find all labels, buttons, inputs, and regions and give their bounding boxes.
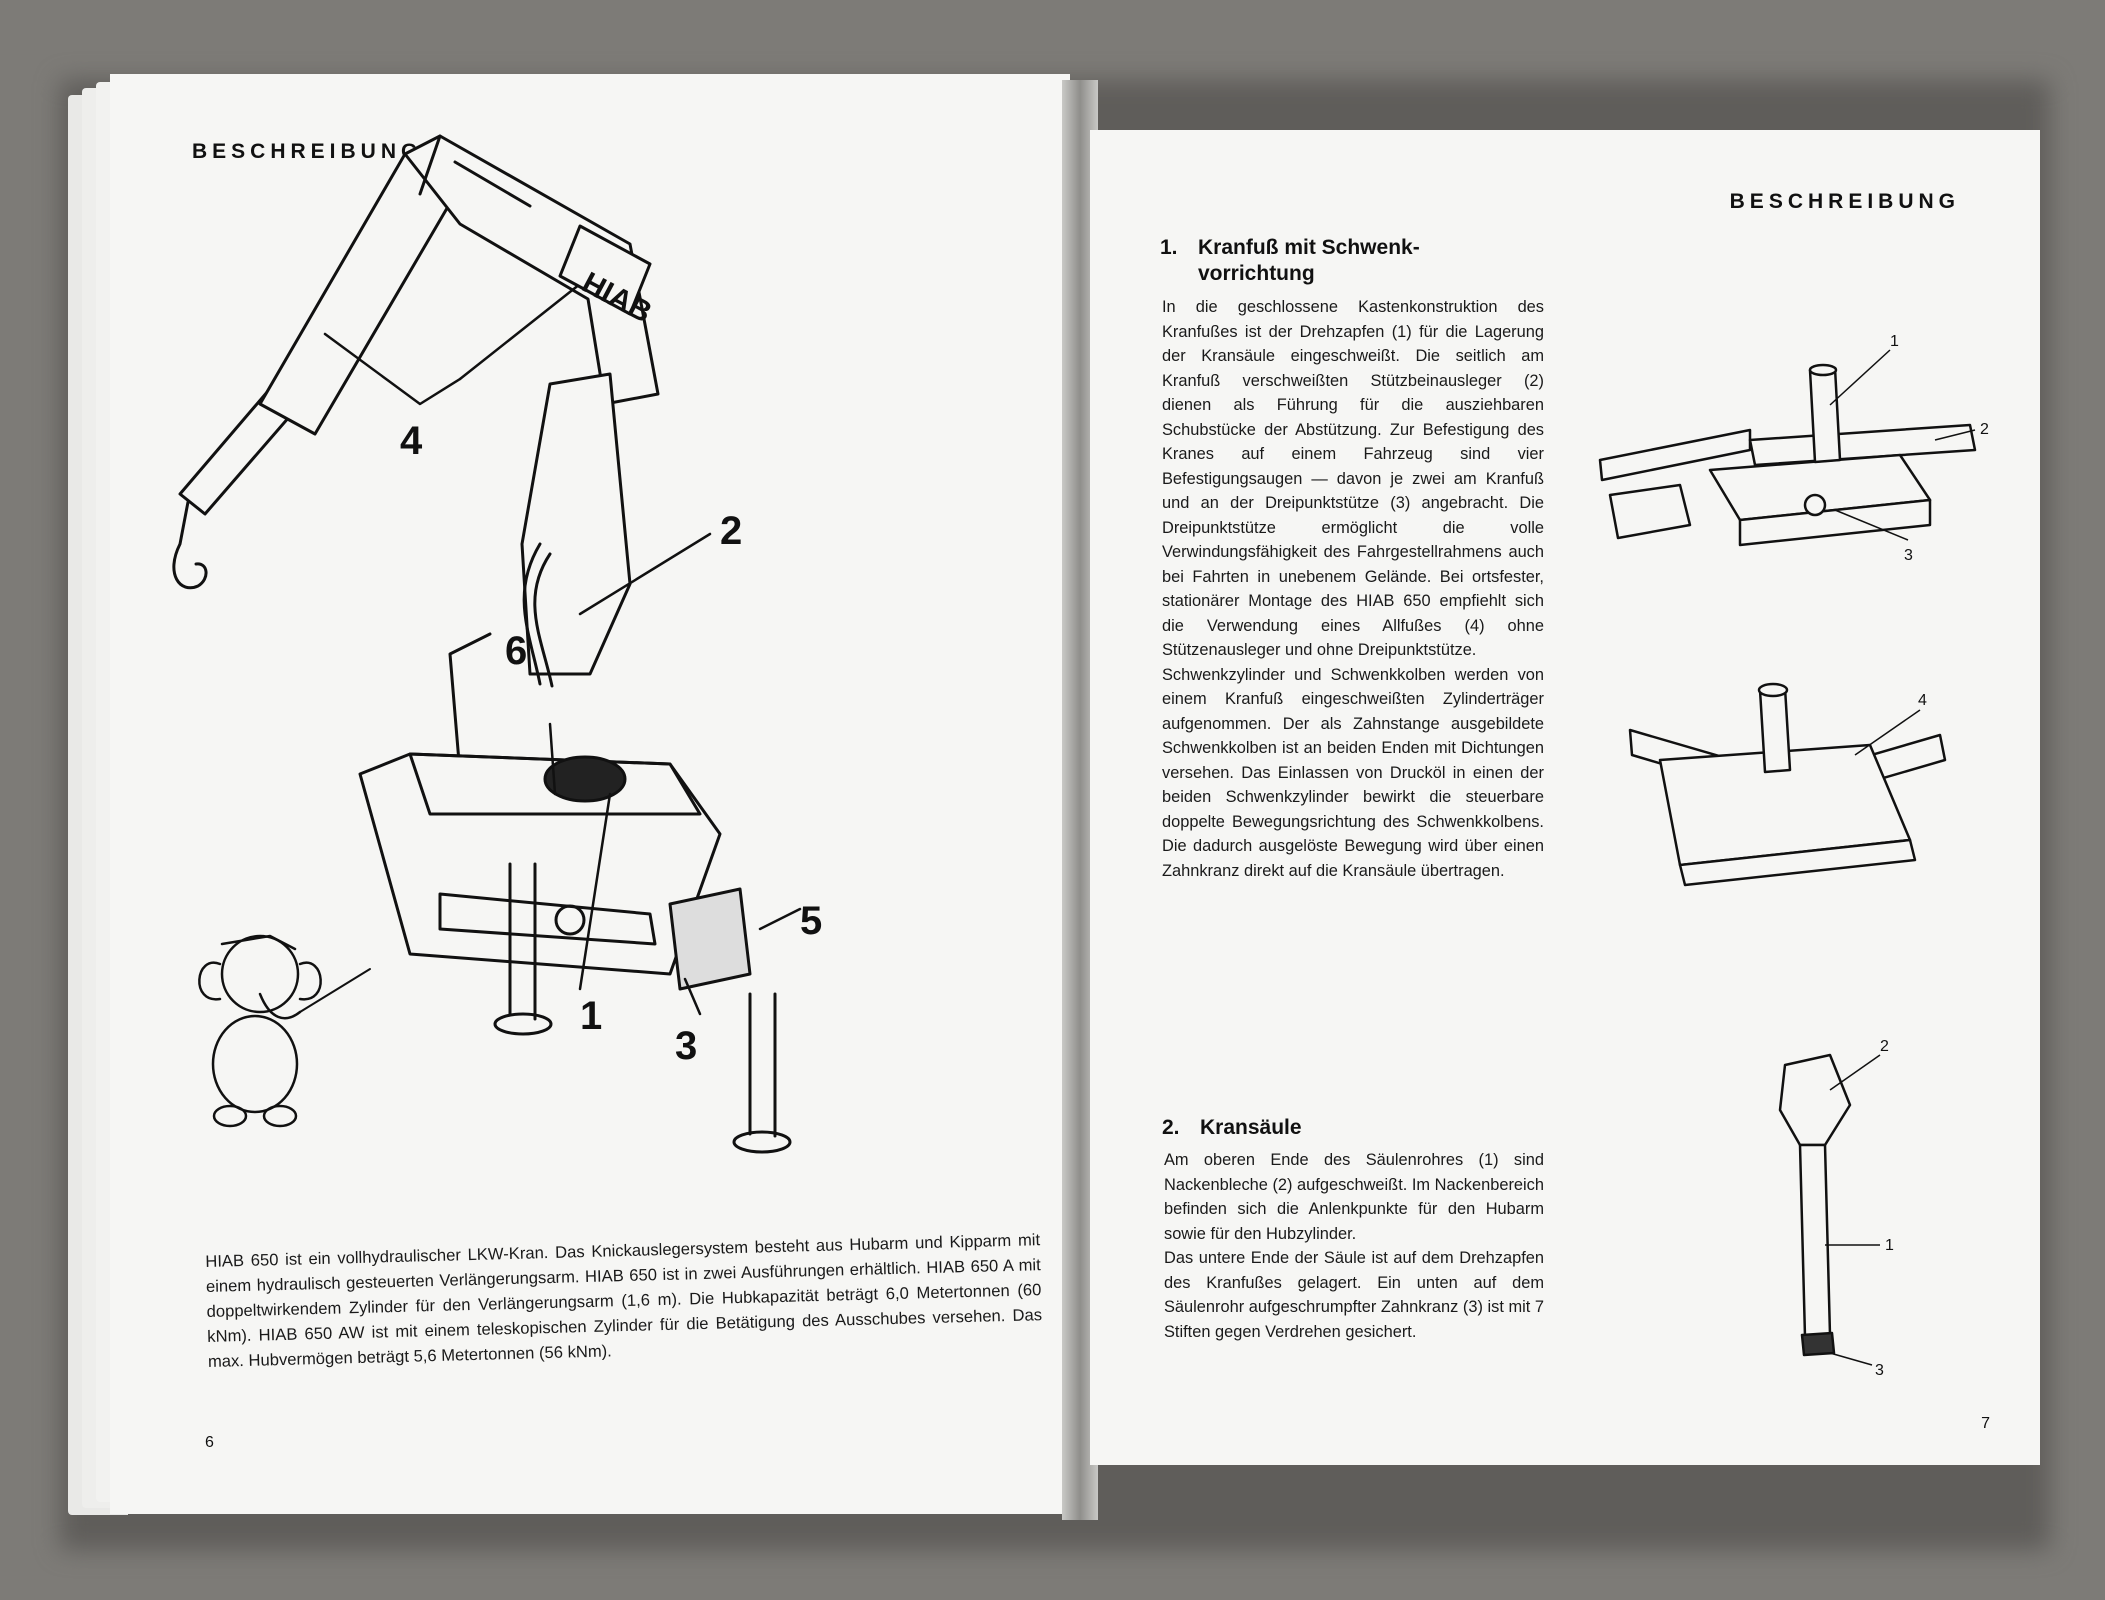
left-page: BESCHREIBUNG <box>110 74 1070 1514</box>
section-2-text: Am oberen Ende des Säulenrohres (1) sind… <box>1164 1151 1544 1341</box>
right-page: BESCHREIBUNG 1.Kranfuß mit Schwenk- vorr… <box>1090 130 2040 1465</box>
figure-crane-column: 2 1 3 <box>1778 1038 1894 1379</box>
fig1-label-1: 1 <box>1890 333 1899 350</box>
stabilizer-left <box>508 862 537 1021</box>
callout-4: 4 <box>400 419 423 463</box>
fig3-label-3: 3 <box>1875 1362 1884 1379</box>
fig2-label-4: 4 <box>1918 692 1927 709</box>
section-1-heading: 1.Kranfuß mit Schwenk- vorrichtung <box>1160 236 1420 285</box>
figure-all-foot: 4 <box>1628 682 1947 887</box>
intro-caption: HIAB 650 ist ein vollhydraulischer LKW-K… <box>205 1230 1043 1371</box>
section-2-heading: 2.Kransäule <box>1162 1116 1302 1139</box>
crane-base <box>358 752 722 976</box>
callout-6: 6 <box>505 629 527 673</box>
left-section-title: BESCHREIBUNG <box>192 140 423 163</box>
hook <box>172 500 208 590</box>
section-1-text: In die geschlossene Kastenkonstruktion d… <box>1162 298 1544 880</box>
stabilizer-right <box>748 992 777 1138</box>
figure-crane-base: 1 2 3 <box>1598 333 1989 564</box>
fig3-label-1: 1 <box>1885 1237 1894 1254</box>
fig3-label-2: 2 <box>1880 1038 1889 1055</box>
right-page-number: 7 <box>1981 1415 1990 1432</box>
callout-5: 5 <box>800 899 822 943</box>
right-section-title: BESCHREIBUNG <box>1729 190 1960 213</box>
fig1-label-2: 2 <box>1980 421 1989 438</box>
boom-upper <box>403 134 660 406</box>
callout-3: 3 <box>675 1024 697 1068</box>
jib-arm <box>258 152 462 436</box>
crane-illustration: HIAB 4 2 6 5 1 3 <box>172 134 822 1154</box>
callout-1: 1 <box>580 994 602 1038</box>
fig1-label-3: 3 <box>1904 547 1913 564</box>
elephant-mascot <box>198 934 371 1128</box>
left-page-number: 6 <box>205 1434 214 1451</box>
control-valve <box>668 887 752 991</box>
callout-2: 2 <box>720 509 742 553</box>
